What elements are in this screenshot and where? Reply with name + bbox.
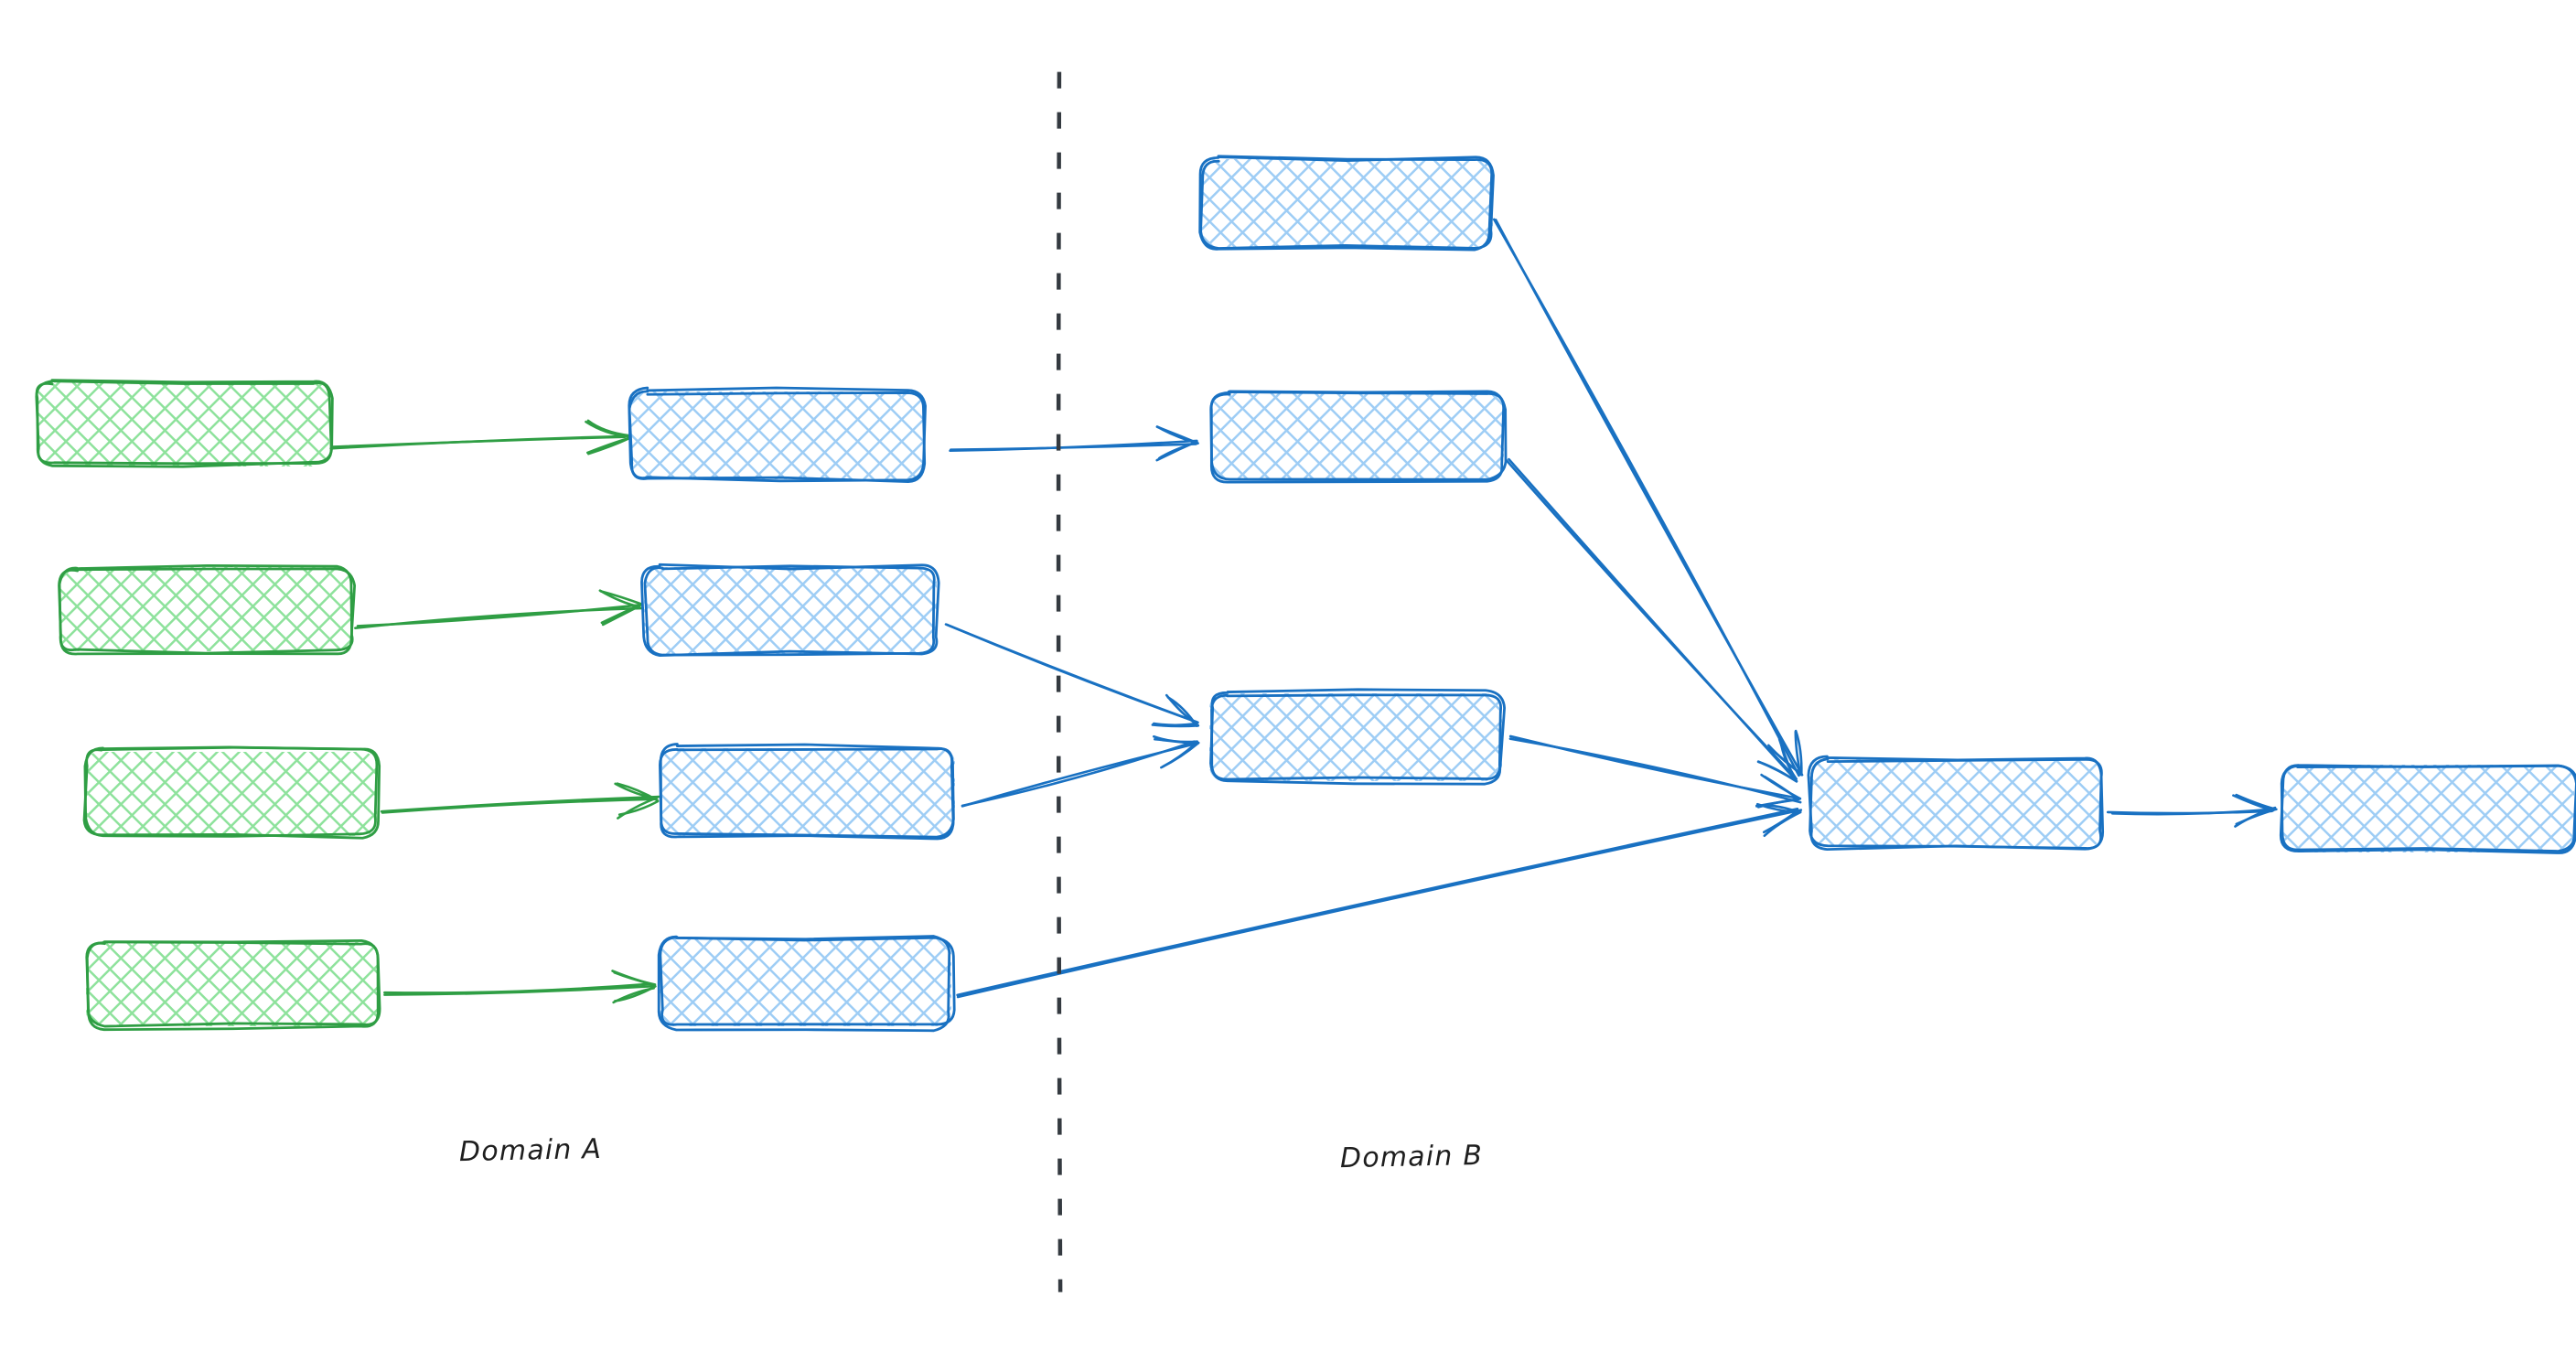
- node-b3[interactable]: [659, 743, 955, 841]
- edge-a1-to-b1: [329, 419, 632, 456]
- node-a2[interactable]: [58, 563, 357, 656]
- edge-a2-to-b2: [354, 589, 645, 629]
- edge-c1-to-d1: [1492, 218, 1804, 777]
- nodes-layer: [35, 155, 2576, 1033]
- edge-a3-to-b3: [380, 782, 661, 820]
- edge-a4-to-b4: [383, 970, 657, 1004]
- node-a3[interactable]: [82, 745, 381, 840]
- node-b4[interactable]: [657, 935, 956, 1033]
- domain-divider: [1056, 71, 1063, 1292]
- label-domain-b: Domain B: [1339, 1139, 1484, 1175]
- edges-layer: [329, 218, 2278, 1004]
- edge-b1-to-c2: [949, 425, 1199, 462]
- edge-b2-to-c3: [944, 623, 1200, 728]
- node-c2[interactable]: [1209, 390, 1508, 484]
- node-d1[interactable]: [1807, 755, 2105, 852]
- edge-c3-to-d1: [1508, 734, 1802, 809]
- edge-b3-to-c3: [961, 734, 1200, 808]
- node-c3[interactable]: [1209, 688, 1506, 786]
- divider-layer: [1056, 71, 1063, 1292]
- node-a1[interactable]: [35, 379, 334, 468]
- node-e1[interactable]: [2279, 764, 2576, 854]
- edge-d1-to-e1: [2106, 793, 2278, 828]
- node-a4[interactable]: [85, 939, 381, 1032]
- node-b2[interactable]: [640, 563, 940, 658]
- edge-b4-to-d1: [956, 802, 1803, 999]
- node-b1[interactable]: [628, 386, 927, 484]
- node-c1[interactable]: [1198, 155, 1495, 252]
- edge-c2-to-d1: [1505, 457, 1798, 783]
- label-domain-a: Domain A: [458, 1132, 603, 1169]
